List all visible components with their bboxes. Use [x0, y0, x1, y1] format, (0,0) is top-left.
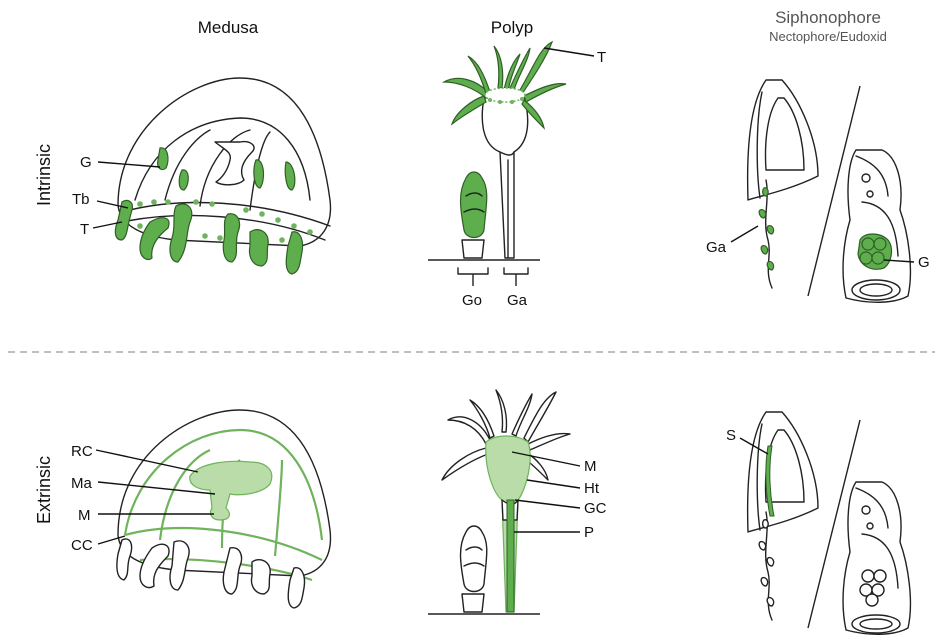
- label-medusa-ma: Ma: [71, 475, 92, 492]
- label-polyp-m: M: [584, 458, 597, 475]
- leader-siph-ga: [731, 226, 758, 242]
- label-polyp-ga: Ga: [507, 292, 528, 309]
- header-medusa: Medusa: [198, 18, 259, 37]
- label-siph-g: G: [918, 254, 930, 271]
- medusa-extrinsic-drawing: [117, 410, 331, 608]
- label-medusa-cc: CC: [71, 537, 93, 554]
- header-siphonophore: Siphonophore: [775, 8, 881, 27]
- label-medusa-m: M: [78, 507, 91, 524]
- label-siph-s: S: [726, 427, 736, 444]
- label-siph-ga: Ga: [706, 239, 727, 256]
- label-medusa-tb: Tb: [72, 191, 90, 208]
- siphonophore-intrinsic-drawing: [748, 80, 911, 302]
- leader-polyp-gc: [515, 500, 580, 508]
- leader-polyp-ht: [527, 480, 580, 488]
- label-medusa-t: T: [80, 221, 89, 238]
- row-label-extrinsic: Extrinsic: [34, 456, 54, 524]
- siphonophore-extrinsic-drawing: [748, 412, 911, 634]
- row-label-intrinsic: Intrinsic: [34, 144, 54, 206]
- label-medusa-g: G: [80, 154, 92, 171]
- medusa-intrinsic-drawing: [115, 78, 330, 274]
- label-polyp-ht: Ht: [584, 480, 600, 497]
- subheader-nectophore: Nectophore/Eudoxid: [769, 29, 887, 44]
- label-polyp-gc: GC: [584, 500, 607, 517]
- header-polyp: Polyp: [491, 18, 534, 37]
- label-polyp-p: P: [584, 524, 594, 541]
- label-polyp-t: T: [597, 49, 606, 66]
- label-medusa-rc: RC: [71, 443, 93, 460]
- label-polyp-go: Go: [462, 292, 482, 309]
- polyp-intrinsic-drawing: [428, 42, 566, 286]
- leader-polyp-t: [544, 48, 594, 56]
- polyp-extrinsic-drawing: [428, 390, 570, 614]
